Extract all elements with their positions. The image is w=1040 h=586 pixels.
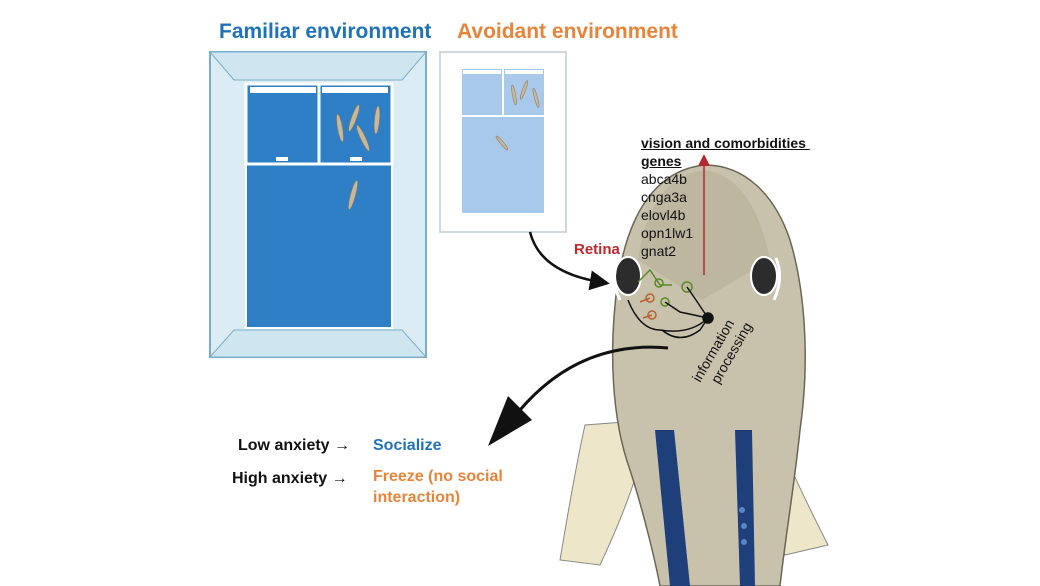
gene-item: opn1lw1	[641, 225, 694, 241]
gene-item: cnga3a	[641, 189, 687, 205]
fish-icon	[336, 104, 381, 210]
freeze-outcome: Freeze (no social interaction)	[373, 468, 503, 506]
high-anxiety-label: High anxiety →	[232, 470, 348, 487]
familiar-tank	[208, 51, 428, 358]
retina-label: Retina	[574, 241, 620, 258]
fish-icon	[495, 80, 540, 151]
low-anxiety-label: Low anxiety →	[238, 437, 351, 454]
avoidant-tank	[439, 51, 567, 233]
gene-item: gnat2	[641, 243, 677, 259]
socialize-outcome: Socialize	[373, 437, 442, 454]
genes-heading: vision and comorbidities genes	[641, 135, 806, 169]
familiar-environment-title: Familiar environment	[219, 20, 432, 43]
gene-item: abca4b	[641, 171, 687, 187]
retina-arrow	[528, 231, 610, 291]
gene-item: elovl4b	[641, 207, 686, 223]
behavior-arrow	[488, 345, 669, 446]
avoidant-environment-title: Avoidant environment	[457, 20, 678, 43]
retina-circuit	[627, 268, 714, 339]
